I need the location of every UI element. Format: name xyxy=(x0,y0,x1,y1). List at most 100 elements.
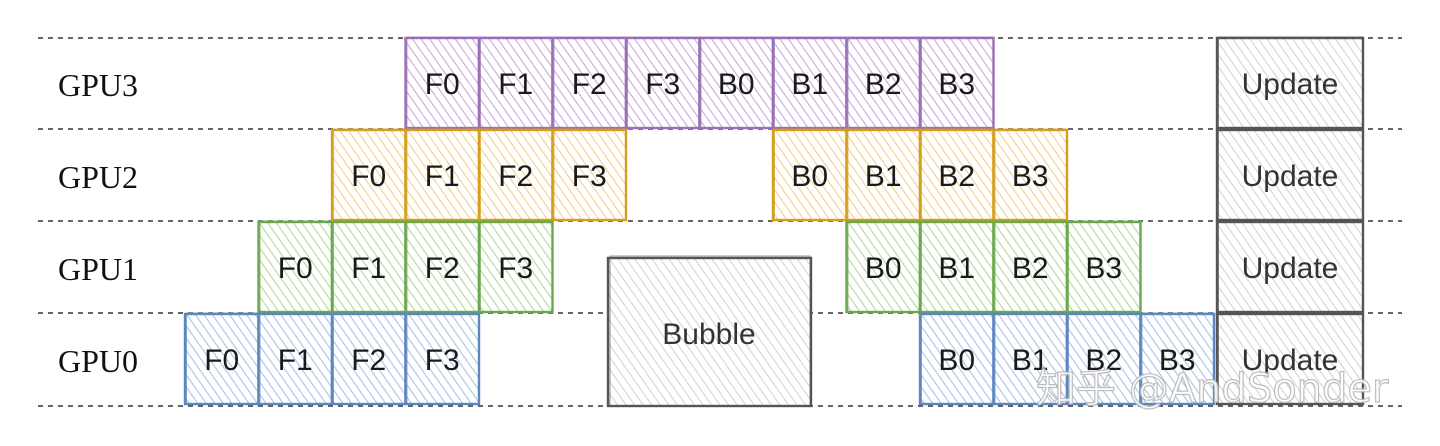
gpu1-forward-f2: F2 xyxy=(404,220,481,314)
gpu0-backward-b2: B2 xyxy=(1065,312,1142,406)
gpu0-forward-f0-label: F0 xyxy=(204,344,239,377)
gpu1-forward-f3: F3 xyxy=(477,220,554,314)
gpu3-forward-f0: F0 xyxy=(404,36,481,130)
gpu0-forward-f2-label: F2 xyxy=(351,344,386,377)
gpu3-backward-b3: B3 xyxy=(918,36,995,130)
gpu0-forward-f1: F1 xyxy=(257,312,334,406)
gpu0-update: Update xyxy=(1215,312,1365,406)
gpu3-backward-b1-label: B1 xyxy=(791,68,828,101)
gpu2-forward-f3-box xyxy=(551,128,628,222)
gpu2-backward-b2-label: B2 xyxy=(938,160,975,193)
gpu1-forward-f2-box xyxy=(404,220,481,314)
gpu1-backward-b2-label: B2 xyxy=(1012,252,1049,285)
gpu2-forward-f3-label: F3 xyxy=(572,160,607,193)
gpu3-update: Update xyxy=(1215,36,1365,130)
gpu0-forward-f3-outline xyxy=(406,312,479,405)
gpu0-forward-f0-box xyxy=(183,312,260,406)
gpu1-backward-b1-label: B1 xyxy=(938,252,975,285)
bubble-label: Bubble xyxy=(662,318,755,351)
gpu1-forward-f1-box xyxy=(330,220,407,314)
gpu3-update-label: Update xyxy=(1242,68,1339,101)
gpu2-backward-b3: B3 xyxy=(992,128,1069,222)
gpu0-forward-f0: F0 xyxy=(183,312,260,406)
gpu2-forward-f2: F2 xyxy=(477,128,554,222)
gpu2-backward-b1-box xyxy=(845,128,922,222)
gpu1-backward-b3-label: B3 xyxy=(1085,252,1122,285)
gpu0-backward-b0-box xyxy=(918,312,995,406)
gpu3-backward-b2-label: B2 xyxy=(865,68,902,101)
bubble-outline xyxy=(609,255,811,407)
gpu3-update-outline xyxy=(1218,36,1363,129)
gpu0-backward-b2-box xyxy=(1065,312,1142,406)
gpu3-backward-b3-outline xyxy=(921,36,994,129)
bubble-box: Bubble xyxy=(606,255,813,408)
gpu3-backward-b3-box xyxy=(918,36,995,130)
gpu1-forward-f3-box xyxy=(477,220,554,314)
gpu1-forward-f1-label: F1 xyxy=(351,252,386,285)
gpu0-forward-f3: F3 xyxy=(404,312,481,406)
gpu2-backward-b0: B0 xyxy=(771,128,848,222)
gpu2-backward-b2-box xyxy=(918,128,995,222)
gpu1-update-label: Update xyxy=(1242,252,1339,285)
gpu2-backward-b3-label: B3 xyxy=(1012,160,1049,193)
gpu3-forward-f2-label: F2 xyxy=(572,68,607,101)
watermark: 知乎 @AndSonder xyxy=(1036,366,1389,412)
gpu2-forward-f0-box xyxy=(330,128,407,222)
gpu2-backward-b3-outline xyxy=(994,128,1067,221)
gpu3-backward-b0-box xyxy=(698,36,775,130)
gpu3-backward-b2-box xyxy=(845,36,922,130)
gpu2-forward-f3-outline xyxy=(553,128,626,221)
gpu3-backward-b0: B0 xyxy=(698,36,775,130)
gpu3-forward-f1: F1 xyxy=(477,36,554,130)
gpu-label-gpu1: GPU1 xyxy=(58,251,138,287)
gpu2-forward-f2-label: F2 xyxy=(498,160,533,193)
gpu3-forward-f0-label: F0 xyxy=(425,68,460,101)
gpu2-backward-b1-label: B1 xyxy=(865,160,902,193)
gpu-label-gpu2: GPU2 xyxy=(58,159,138,195)
gpu3-backward-b1-box xyxy=(771,36,848,130)
gpu0-backward-b3-label: B3 xyxy=(1159,344,1196,377)
gpu1-update: Update xyxy=(1215,220,1365,314)
gpu0-backward-b2-label: B2 xyxy=(1085,344,1122,377)
gpu1-backward-b3: B3 xyxy=(1065,220,1142,314)
gpu1-backward-b2: B2 xyxy=(992,220,1069,314)
gpu3-forward-f1-label: F1 xyxy=(498,68,533,101)
gpu1-backward-b1: B1 xyxy=(918,220,995,314)
gpu2-update: Update xyxy=(1215,128,1365,222)
gpu3-forward-f3: F3 xyxy=(624,36,701,130)
gpu3-backward-b3-label: B3 xyxy=(938,68,975,101)
gpu1-forward-f3-label: F3 xyxy=(498,252,533,285)
gpu1-forward-f0-label: F0 xyxy=(278,252,313,285)
gpu-label-gpu0: GPU0 xyxy=(58,343,138,379)
gpu0-update-label: Update xyxy=(1242,344,1339,377)
gpu2-forward-f0-label: F0 xyxy=(351,160,386,193)
gpu1-update-box xyxy=(1215,220,1365,314)
gpu3-backward-b0-label: B0 xyxy=(718,68,755,101)
gpu1-update-outline xyxy=(1218,220,1363,313)
gpu0-backward-b3: B3 xyxy=(1139,312,1216,406)
gpu0-backward-b3-box xyxy=(1139,312,1216,406)
gpu0-update-outline xyxy=(1218,312,1363,405)
gpu3-forward-f2: F2 xyxy=(551,36,628,130)
gpu-label-gpu3: GPU3 xyxy=(58,67,138,103)
gpu3-backward-b2: B2 xyxy=(845,36,922,130)
gpu3-forward-f3-box xyxy=(624,36,701,130)
gpu2-update-label: Update xyxy=(1242,160,1339,193)
gpu1-backward-b0-label: B0 xyxy=(865,252,902,285)
gpu2-backward-b3-box xyxy=(992,128,1069,222)
bubble-rect xyxy=(606,256,813,408)
gpu1-backward-b3-outline xyxy=(1068,220,1141,313)
gpu0-backward-b0: B0 xyxy=(918,312,995,406)
gpu3-forward-f3-label: F3 xyxy=(645,68,680,101)
gpu0-forward-f2-box xyxy=(330,312,407,406)
gpu0-forward-f3-label: F3 xyxy=(425,344,460,377)
gpu1-forward-f2-label: F2 xyxy=(425,252,460,285)
gpu2-backward-b0-label: B0 xyxy=(791,160,828,193)
gpu1-forward-f0-box xyxy=(257,220,334,314)
gpu0-backward-b0-label: B0 xyxy=(938,344,975,377)
gpu2-backward-b2: B2 xyxy=(918,128,995,222)
gpu2-forward-f0: F0 xyxy=(330,128,407,222)
